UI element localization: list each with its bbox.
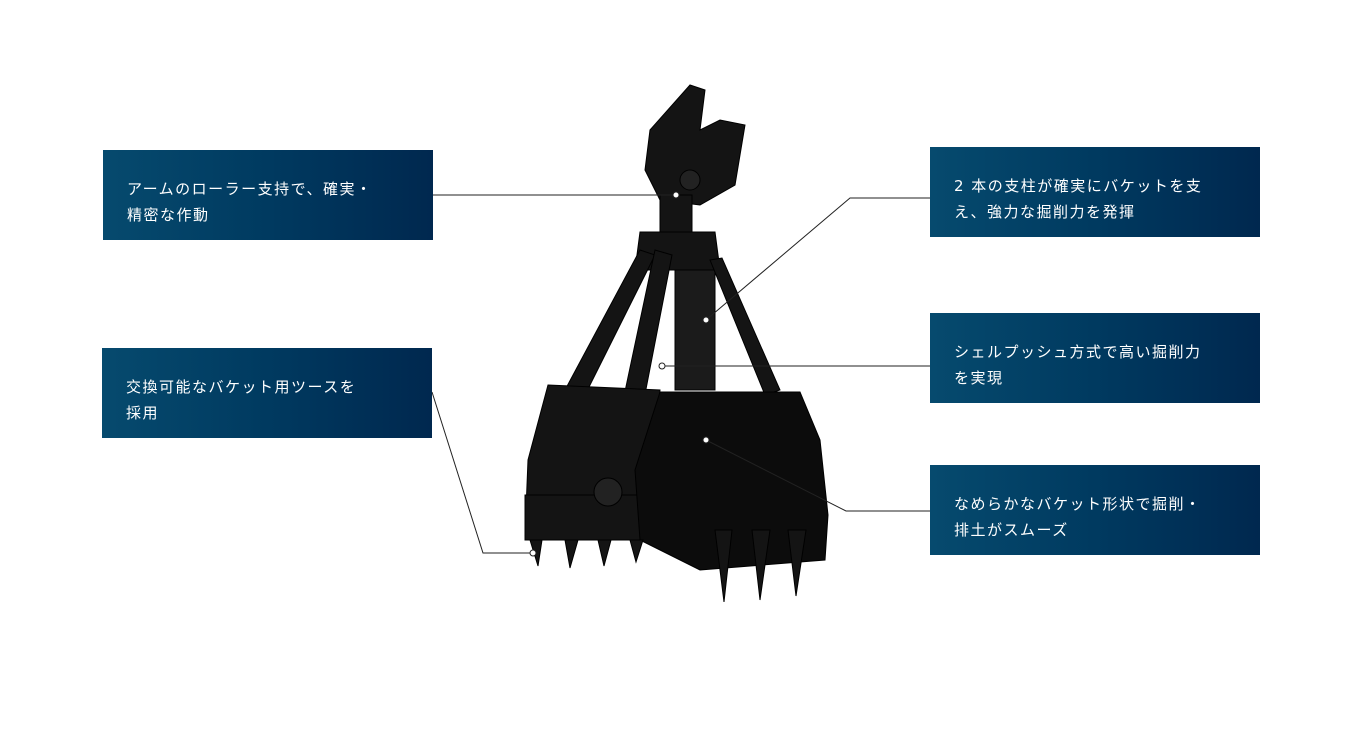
callout-lines xyxy=(431,194,930,554)
feature-box-teeth: 交換可能なバケット用ツースを 採用 xyxy=(102,348,432,438)
clamshell-bucket-image xyxy=(524,84,829,603)
callout-line-teeth xyxy=(431,391,533,554)
callout-dots xyxy=(529,191,710,557)
feature-box-bucket-shape: なめらかなバケット形状で掘削・ 排土がスムーズ xyxy=(930,465,1260,555)
feature-text: え、強力な掘削力を発揮 xyxy=(954,203,1136,221)
feature-text: 交換可能なバケット用ツースを xyxy=(126,378,357,396)
feature-text: 2 本の支柱が確実にバケットを支 xyxy=(954,177,1203,195)
callout-line-struts xyxy=(705,197,930,321)
feature-text: なめらかなバケット形状で掘削・ xyxy=(954,495,1202,513)
feature-box-shell-push: シェルプッシュ方式で高い掘削力 を実現 xyxy=(930,313,1260,403)
feature-text: 精密な作動 xyxy=(127,206,210,224)
feature-text: シェルプッシュ方式で高い掘削力 xyxy=(954,343,1202,361)
feature-box-arm-roller: アームのローラー支持で、確実・ 精密な作動 xyxy=(103,150,433,240)
feature-text: アームのローラー支持で、確実・ xyxy=(127,180,373,198)
callout-line-bucket-shape xyxy=(705,439,930,512)
feature-text: を実現 xyxy=(954,369,1004,387)
feature-text: 採用 xyxy=(126,404,160,422)
feature-box-struts: 2 本の支柱が確実にバケットを支 え、強力な掘削力を発揮 xyxy=(930,147,1260,237)
feature-text: 排土がスムーズ xyxy=(954,521,1069,539)
